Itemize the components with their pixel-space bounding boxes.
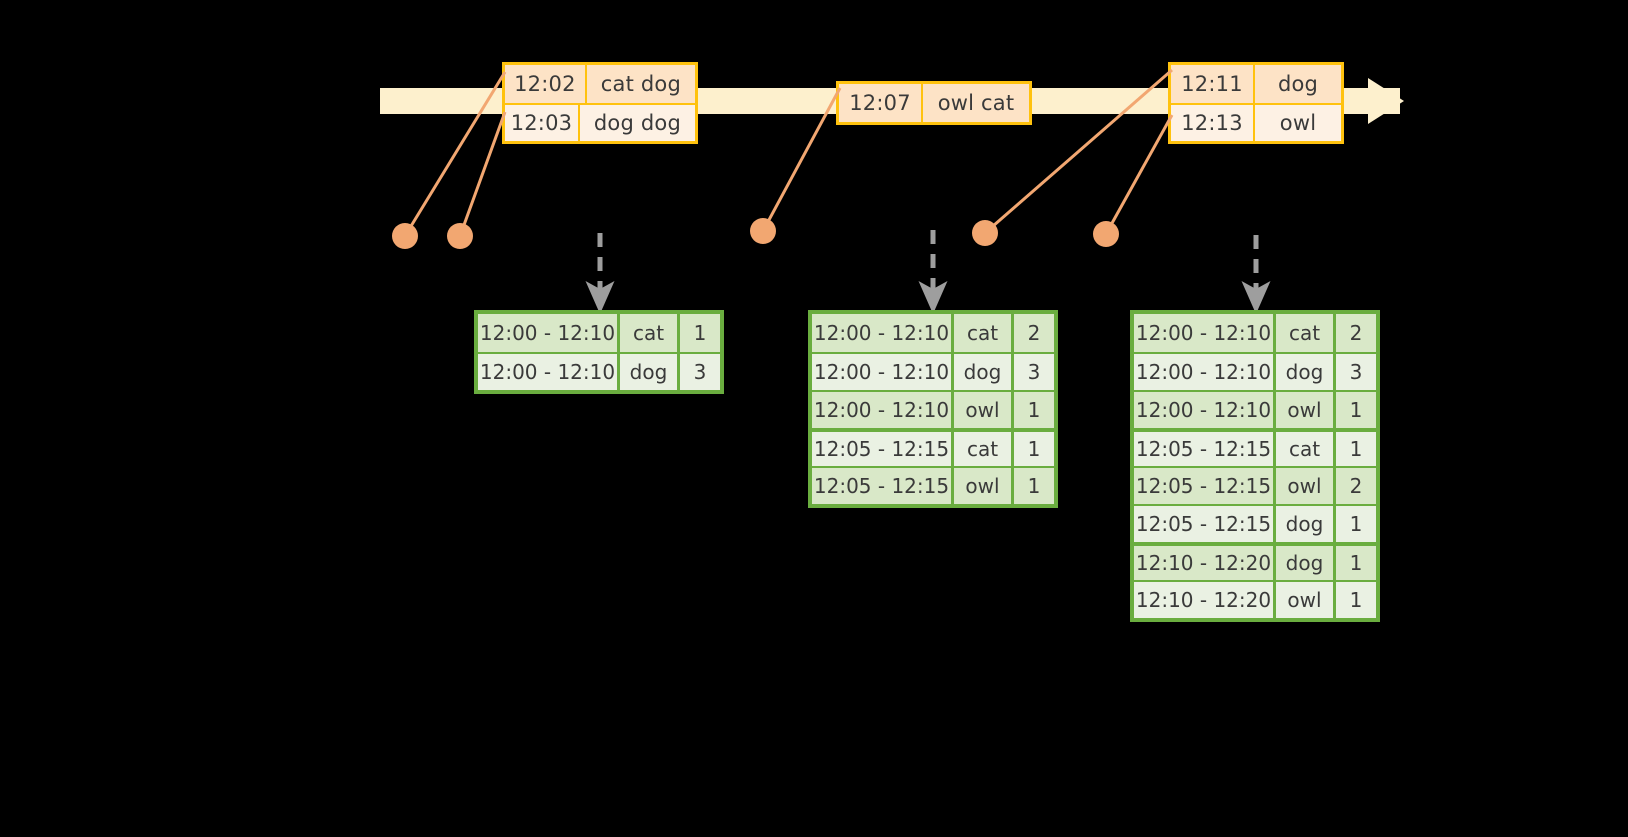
cell-window: 12:00 - 12:10 [1134, 392, 1276, 428]
cell-window: 12:05 - 12:15 [812, 468, 954, 504]
cell-window: 12:10 - 12:20 [1134, 546, 1276, 580]
cell-window: 12:00 - 12:10 [812, 314, 954, 352]
cell-count: 1 [1336, 392, 1376, 428]
cell-count: 1 [1336, 546, 1376, 580]
event-row: 12:07 owl cat [839, 84, 1029, 122]
cell-count: 2 [1014, 314, 1054, 352]
cell-word: cat [1276, 314, 1336, 352]
cell-word: owl [954, 392, 1014, 428]
event-words: owl [1255, 105, 1341, 141]
cell-window: 12:05 - 12:15 [812, 432, 954, 466]
event-dot-3 [750, 218, 776, 244]
cell-count: 3 [680, 354, 720, 390]
cell-count: 1 [1014, 392, 1054, 428]
cell-count: 2 [1336, 314, 1376, 352]
cell-word: owl [954, 468, 1014, 504]
event-dot-5 [1093, 221, 1119, 247]
cell-window: 12:00 - 12:10 [478, 354, 620, 390]
cell-word: dog [954, 354, 1014, 390]
cell-word: dog [620, 354, 680, 390]
cell-word: cat [620, 314, 680, 352]
event-dot-2 [447, 223, 473, 249]
cell-count: 2 [1336, 468, 1376, 504]
cell-count: 3 [1336, 354, 1376, 390]
cell-count: 1 [1014, 432, 1054, 466]
event-row: 12:03 dog dog [505, 103, 695, 141]
event-row: 12:11 dog [1171, 65, 1341, 103]
event-words: dog dog [579, 105, 695, 141]
timeline-arrowhead-icon [1368, 78, 1404, 124]
cell-count: 1 [1336, 506, 1376, 542]
event-words: cat dog [586, 65, 695, 103]
cell-word: owl [1276, 468, 1336, 504]
event-words: dog [1255, 65, 1341, 103]
cell-window: 12:00 - 12:10 [1134, 354, 1276, 390]
event-box-2[interactable]: 12:07 owl cat [836, 81, 1032, 125]
event-time: 12:02 [505, 65, 587, 103]
cell-count: 1 [1336, 582, 1376, 618]
cell-window: 12:00 - 12:10 [812, 354, 954, 390]
cell-word: dog [1276, 546, 1336, 580]
event-box-3[interactable]: 12:11 dog 12:13 owl [1168, 62, 1344, 144]
cell-window: 12:00 - 12:10 [812, 392, 954, 428]
event-box-1[interactable]: 12:02 cat dog 12:03 dog dog [502, 62, 698, 144]
cell-count: 1 [1336, 432, 1376, 466]
event-dot-1 [392, 223, 418, 249]
cell-word: dog [1276, 506, 1336, 542]
cell-word: owl [1276, 582, 1336, 618]
cell-window: 12:05 - 12:15 [1134, 468, 1276, 504]
cell-word: cat [954, 432, 1014, 466]
cell-window: 12:00 - 12:10 [478, 314, 620, 352]
cell-window: 12:00 - 12:10 [1134, 314, 1276, 352]
event-time: 12:11 [1171, 65, 1255, 103]
event-time: 12:07 [839, 84, 923, 122]
cell-count: 1 [680, 314, 720, 352]
event-time: 12:13 [1171, 105, 1255, 141]
cell-window: 12:05 - 12:15 [1134, 506, 1276, 542]
cell-count: 3 [1014, 354, 1054, 390]
cell-word: cat [1276, 432, 1336, 466]
event-time: 12:03 [505, 105, 580, 141]
cell-count: 1 [1014, 468, 1054, 504]
leader-line-5 [1104, 114, 1174, 235]
event-words: owl cat [923, 84, 1029, 122]
event-row: 12:02 cat dog [505, 65, 695, 103]
cell-word: dog [1276, 354, 1336, 390]
cell-word: cat [954, 314, 1014, 352]
cell-window: 12:05 - 12:15 [1134, 432, 1276, 466]
cell-word: owl [1276, 392, 1336, 428]
event-row: 12:13 owl [1171, 103, 1341, 141]
leader-line-2 [458, 111, 507, 237]
event-dot-4 [972, 220, 998, 246]
cell-window: 12:10 - 12:20 [1134, 582, 1276, 618]
